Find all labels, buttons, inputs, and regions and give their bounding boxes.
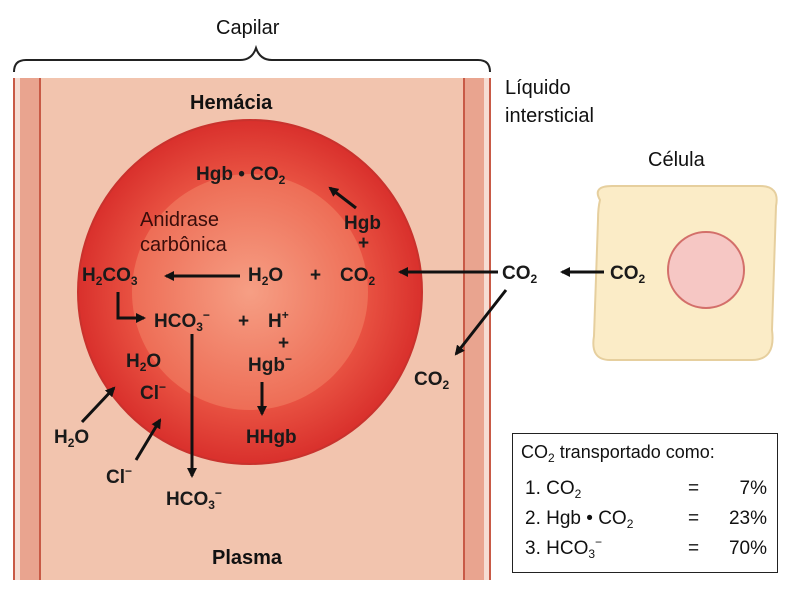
interstitial-label-line1: Líquido <box>505 77 571 99</box>
carbonic-acid: H2CO3 <box>82 265 138 288</box>
hgb-co2-complex: Hgb • CO2 <box>196 164 286 187</box>
h2o-plasma: H2O <box>54 427 90 450</box>
bicarbonate-rbc: HCO3− <box>154 308 210 334</box>
co2-interstitial: CO2 <box>502 263 538 286</box>
legend-equals: = <box>688 478 700 499</box>
vessel-wall-left <box>20 78 40 580</box>
h2o-rbc: H2O <box>248 265 284 288</box>
enzyme-label-line2: carbônica <box>140 234 227 256</box>
legend-equals: = <box>688 538 700 559</box>
legend-equals: = <box>688 508 700 529</box>
legend-row-co2: 1. CO2 = 7% <box>513 478 779 502</box>
plus-sign-hgb: + <box>358 233 370 254</box>
co2-plasma: CO2 <box>414 369 450 392</box>
co2-rbc: CO2 <box>340 265 376 288</box>
cell-label: Célula <box>648 149 705 171</box>
plus-sign-hgb-minus: + <box>278 333 290 354</box>
enzyme-label-line1: Anidrase <box>140 209 219 231</box>
hgb-anion: Hgb− <box>248 352 292 376</box>
chloride-inside: Cl− <box>140 380 167 404</box>
bicarbonate-plasma: HCO3− <box>166 486 222 512</box>
h2o-inside: H2O <box>126 351 162 374</box>
legend-title: CO2 transportado como: <box>521 442 715 465</box>
capillary-bracket <box>13 44 491 73</box>
plus-sign-h: + <box>238 311 250 332</box>
co2-transport-legend: CO2 transportado como: 1. CO2 = 7% 2. Hg… <box>512 433 778 573</box>
cell-nucleus <box>667 231 745 309</box>
interstitial-label-line2: intersticial <box>505 105 594 127</box>
capillary-label: Capilar <box>216 17 280 39</box>
legend-row-hco3: 3. HCO3− = 70% <box>513 535 779 562</box>
plus-sign-h2o: + <box>310 265 322 286</box>
rbc-label: Hemácia <box>190 92 273 114</box>
hgb-reactant: Hgb <box>344 213 381 234</box>
co2-cell: CO2 <box>610 263 646 286</box>
legend-item: 1. CO2 <box>525 478 582 501</box>
legend-item: 2. Hgb • CO2 <box>525 508 634 531</box>
legend-row-hgb-co2: 2. Hgb • CO2 = 23% <box>513 508 779 532</box>
chloride-plasma: Cl− <box>106 464 133 488</box>
legend-percent: 70% <box>728 538 767 559</box>
hydrogen-ion: H+ <box>268 308 289 332</box>
plasma-label: Plasma <box>212 547 283 569</box>
legend-percent: 23% <box>728 508 767 529</box>
legend-item: 3. HCO3− <box>525 535 603 561</box>
legend-percent: 7% <box>739 478 767 499</box>
vessel-wall-right-outer <box>484 78 490 580</box>
hhgb: HHgb <box>246 427 297 448</box>
vessel-wall-left-outer <box>14 78 20 580</box>
